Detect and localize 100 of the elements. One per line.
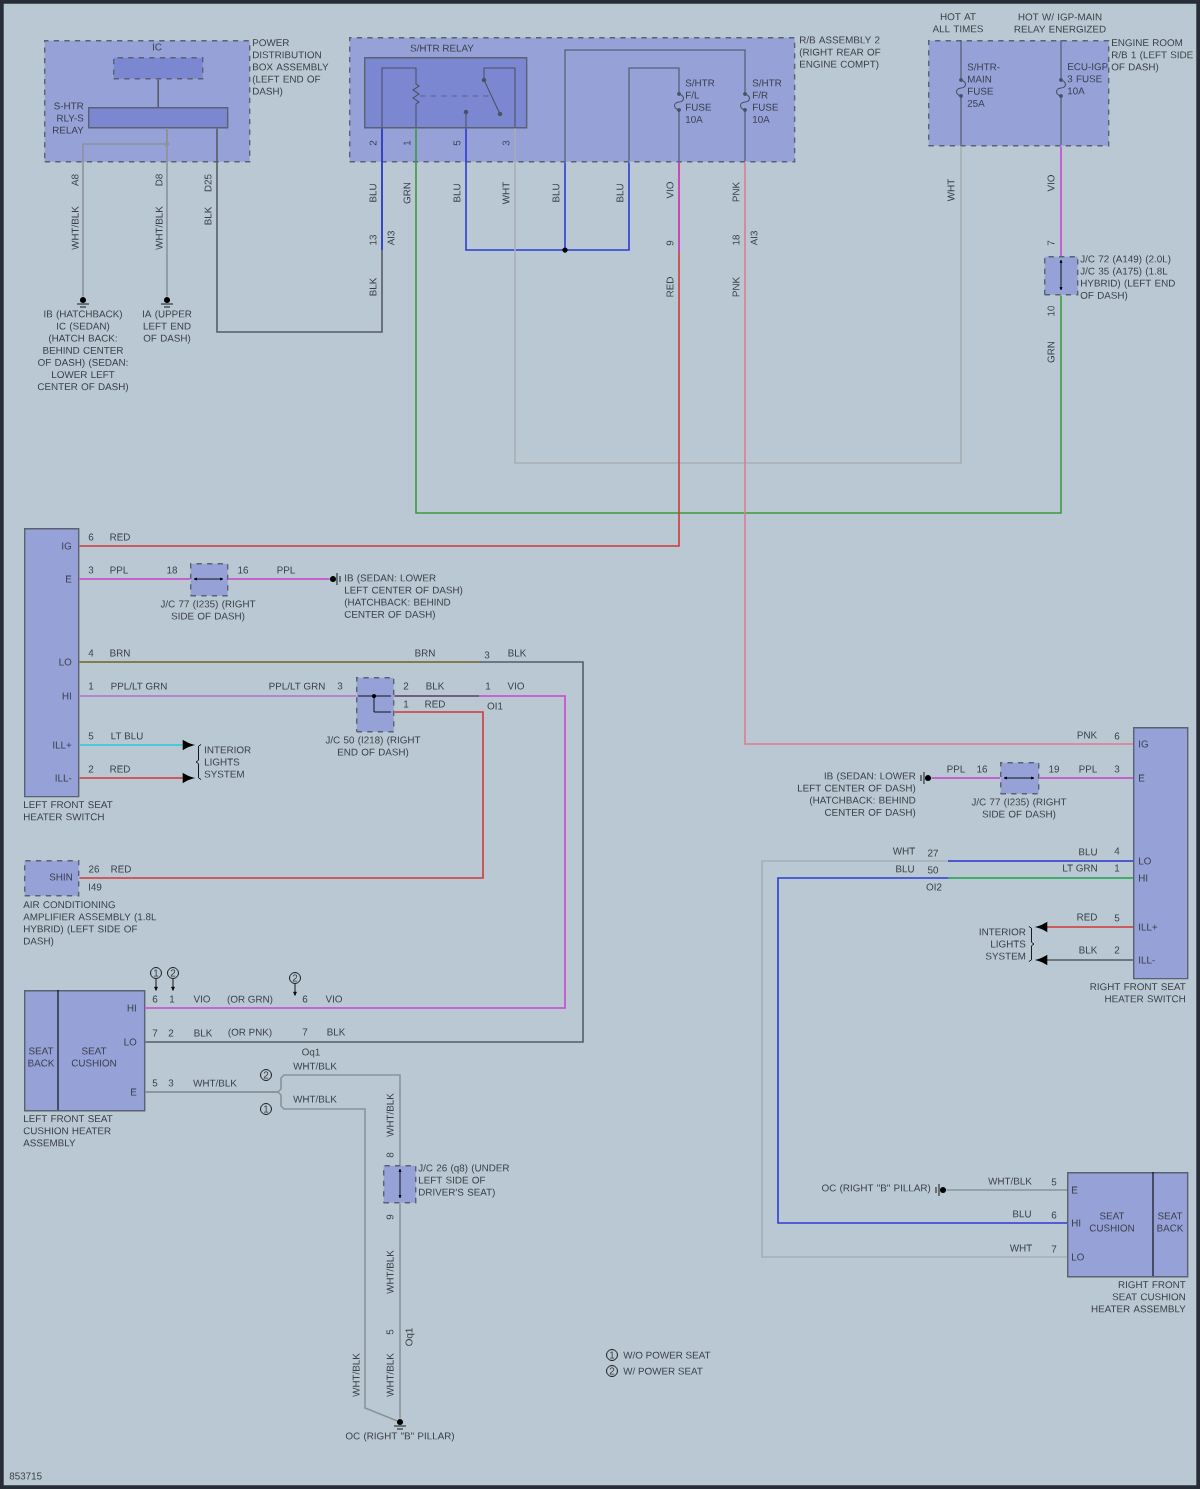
- wire-color-label: WHT: [502, 182, 510, 205]
- node-label: POWER DISTRIBUTION BOX ASSEMBLY (LEFT END OF DASH): [252, 39, 329, 97]
- pin-number: 3: [88, 566, 94, 574]
- wire-color-label: (OR PNK): [228, 1028, 272, 1038]
- wire-color-label: WHT/BLK: [293, 1062, 337, 1070]
- wire-color-label: RED: [666, 277, 674, 297]
- pin-number: 1: [1115, 864, 1120, 872]
- wire-color-label: VIO: [666, 182, 674, 199]
- wire-color-label: BLU: [552, 184, 560, 202]
- wire-color-label: BRN: [110, 649, 130, 657]
- wire-color-label: PNK: [732, 182, 740, 202]
- ic-box: IC: [113, 43, 204, 80]
- node-label: S/HTR RELAY: [410, 44, 474, 52]
- pin-number: 2: [1114, 946, 1120, 954]
- pin-number: 3: [337, 682, 343, 690]
- pin-number: 2: [369, 140, 377, 146]
- wire: [157, 78, 159, 108]
- pin-number: 4: [1114, 847, 1120, 855]
- pin-number: 5: [152, 1079, 158, 1087]
- wire-color-label: BLK: [369, 277, 377, 296]
- fuse-label: S/HTR-MAIN FUSE 25A: [967, 63, 1000, 107]
- wire: [930, 777, 1001, 779]
- terminal-label: IG: [1139, 740, 1148, 748]
- pin-number: 2: [88, 765, 94, 773]
- pin-number: 1: [404, 700, 409, 708]
- pin-number: 5: [453, 140, 461, 146]
- pin-number: OI1: [487, 702, 503, 710]
- wire-color-label: RED: [111, 865, 131, 873]
- wire: [945, 1189, 1068, 1191]
- node-label: S-HTR RLY-S RELAY: [53, 102, 84, 134]
- terminal-label: E: [1139, 774, 1145, 782]
- terminal-label: E: [1072, 1186, 1078, 1194]
- figure-number: 853715: [9, 1472, 42, 1480]
- pin-number: Oq1: [405, 1328, 415, 1346]
- wire-color-label: PNK: [732, 277, 740, 297]
- pin-number: 19: [1049, 765, 1059, 773]
- legend-text: W/O POWER SEAT: [623, 1351, 711, 1359]
- node-label: LEFT FRONT SEAT CUSHION HEATER ASSEMBLY: [23, 1115, 113, 1147]
- wire-color-label: WHT/BLK: [155, 206, 163, 250]
- pin-number: 8: [386, 1152, 394, 1158]
- wire-color-label: WHT/BLK: [352, 1353, 360, 1397]
- terminal-label: ILL+: [1139, 923, 1158, 931]
- wire: [761, 860, 1134, 1258]
- pin-number: I49: [89, 883, 102, 891]
- wire-color-label: PPL: [1079, 765, 1097, 773]
- wire-color-label: BLK: [426, 682, 445, 690]
- terminal-label: ILL-: [1139, 956, 1155, 964]
- wire-color-label: PPL/LT GRN: [269, 682, 325, 690]
- wire-color-label: WHT/BLK: [293, 1095, 337, 1103]
- wire-color-label: WHT: [947, 179, 955, 202]
- pin-number: 9: [666, 240, 674, 246]
- wire: [1060, 145, 1062, 257]
- pin-number: D25: [204, 174, 212, 192]
- pin-number: 5: [386, 1329, 394, 1335]
- wire: [777, 877, 1134, 1224]
- wire: [78, 578, 191, 580]
- legend-text: W/ POWER SEAT: [623, 1367, 703, 1375]
- node-label: R/B ASSEMBLY 2 (RIGHT REAR OF ENGINE COMPT): [799, 36, 881, 70]
- pin-number: 18: [167, 566, 178, 574]
- callout-number: 1: [260, 1103, 272, 1115]
- terminal-label: LO: [1139, 857, 1151, 865]
- wire-color-label: BLU: [369, 184, 377, 202]
- wire: [144, 1091, 398, 1422]
- terminal-label: LO: [59, 658, 72, 666]
- node-label: AIR CONDITIONING AMPLIFIER ASSEMBLY (1.8L HYBRID) (LEFT SIDE OF DASH): [23, 901, 157, 947]
- wire-color-label: BLK: [1079, 946, 1098, 954]
- pin-number: 2: [168, 1029, 174, 1037]
- pin-number: OI2: [926, 883, 942, 891]
- wire: [514, 127, 962, 464]
- pin-number: A8: [71, 174, 79, 186]
- wire-color-label: PPL: [947, 765, 965, 773]
- pin-number: 6: [302, 995, 308, 1003]
- node-label: J/C 26 (q8) (UNDER LEFT SIDE OF DRIVER'S SEAT): [418, 1164, 510, 1198]
- wire-color-label: BLU: [1013, 1210, 1031, 1218]
- callout-number: 1: [606, 1349, 618, 1361]
- callout-number: 2: [606, 1365, 618, 1377]
- node-label: ENGINE ROOM R/B 1 (LEFT SIDE OF DASH): [1111, 39, 1193, 73]
- wire: [144, 695, 566, 1009]
- terminal-label: ILL+: [53, 741, 72, 749]
- wire-color-label: RED: [110, 765, 130, 773]
- wire-color-label: WHT/BLK: [988, 1177, 1032, 1185]
- pin-number: 16: [977, 765, 988, 773]
- wire-color-label: BLU: [1079, 848, 1097, 856]
- pin-number: 2: [403, 682, 409, 690]
- wire-color-label: BLU: [896, 865, 914, 873]
- pin-number: 13: [369, 234, 377, 245]
- arrow: [78, 773, 193, 783]
- pin-number: 7: [1047, 240, 1055, 246]
- pin-number: 5: [1051, 1178, 1057, 1186]
- relay-box: S-HTR RLY-S RELAY: [53, 102, 229, 134]
- wire: [1038, 777, 1134, 779]
- wire-color-label: LT GRN: [1063, 864, 1097, 872]
- wire: [216, 127, 383, 333]
- wire: [399, 1202, 401, 1420]
- wire-color-label: VIO: [507, 682, 524, 690]
- callout-number: 1: [150, 967, 162, 991]
- wire-color-label: RED: [110, 533, 130, 541]
- pin-number: 1: [403, 140, 411, 145]
- terminal-label: LO: [1072, 1253, 1084, 1261]
- system-label: INTERIOR LIGHTS SYSTEM: [195, 744, 251, 781]
